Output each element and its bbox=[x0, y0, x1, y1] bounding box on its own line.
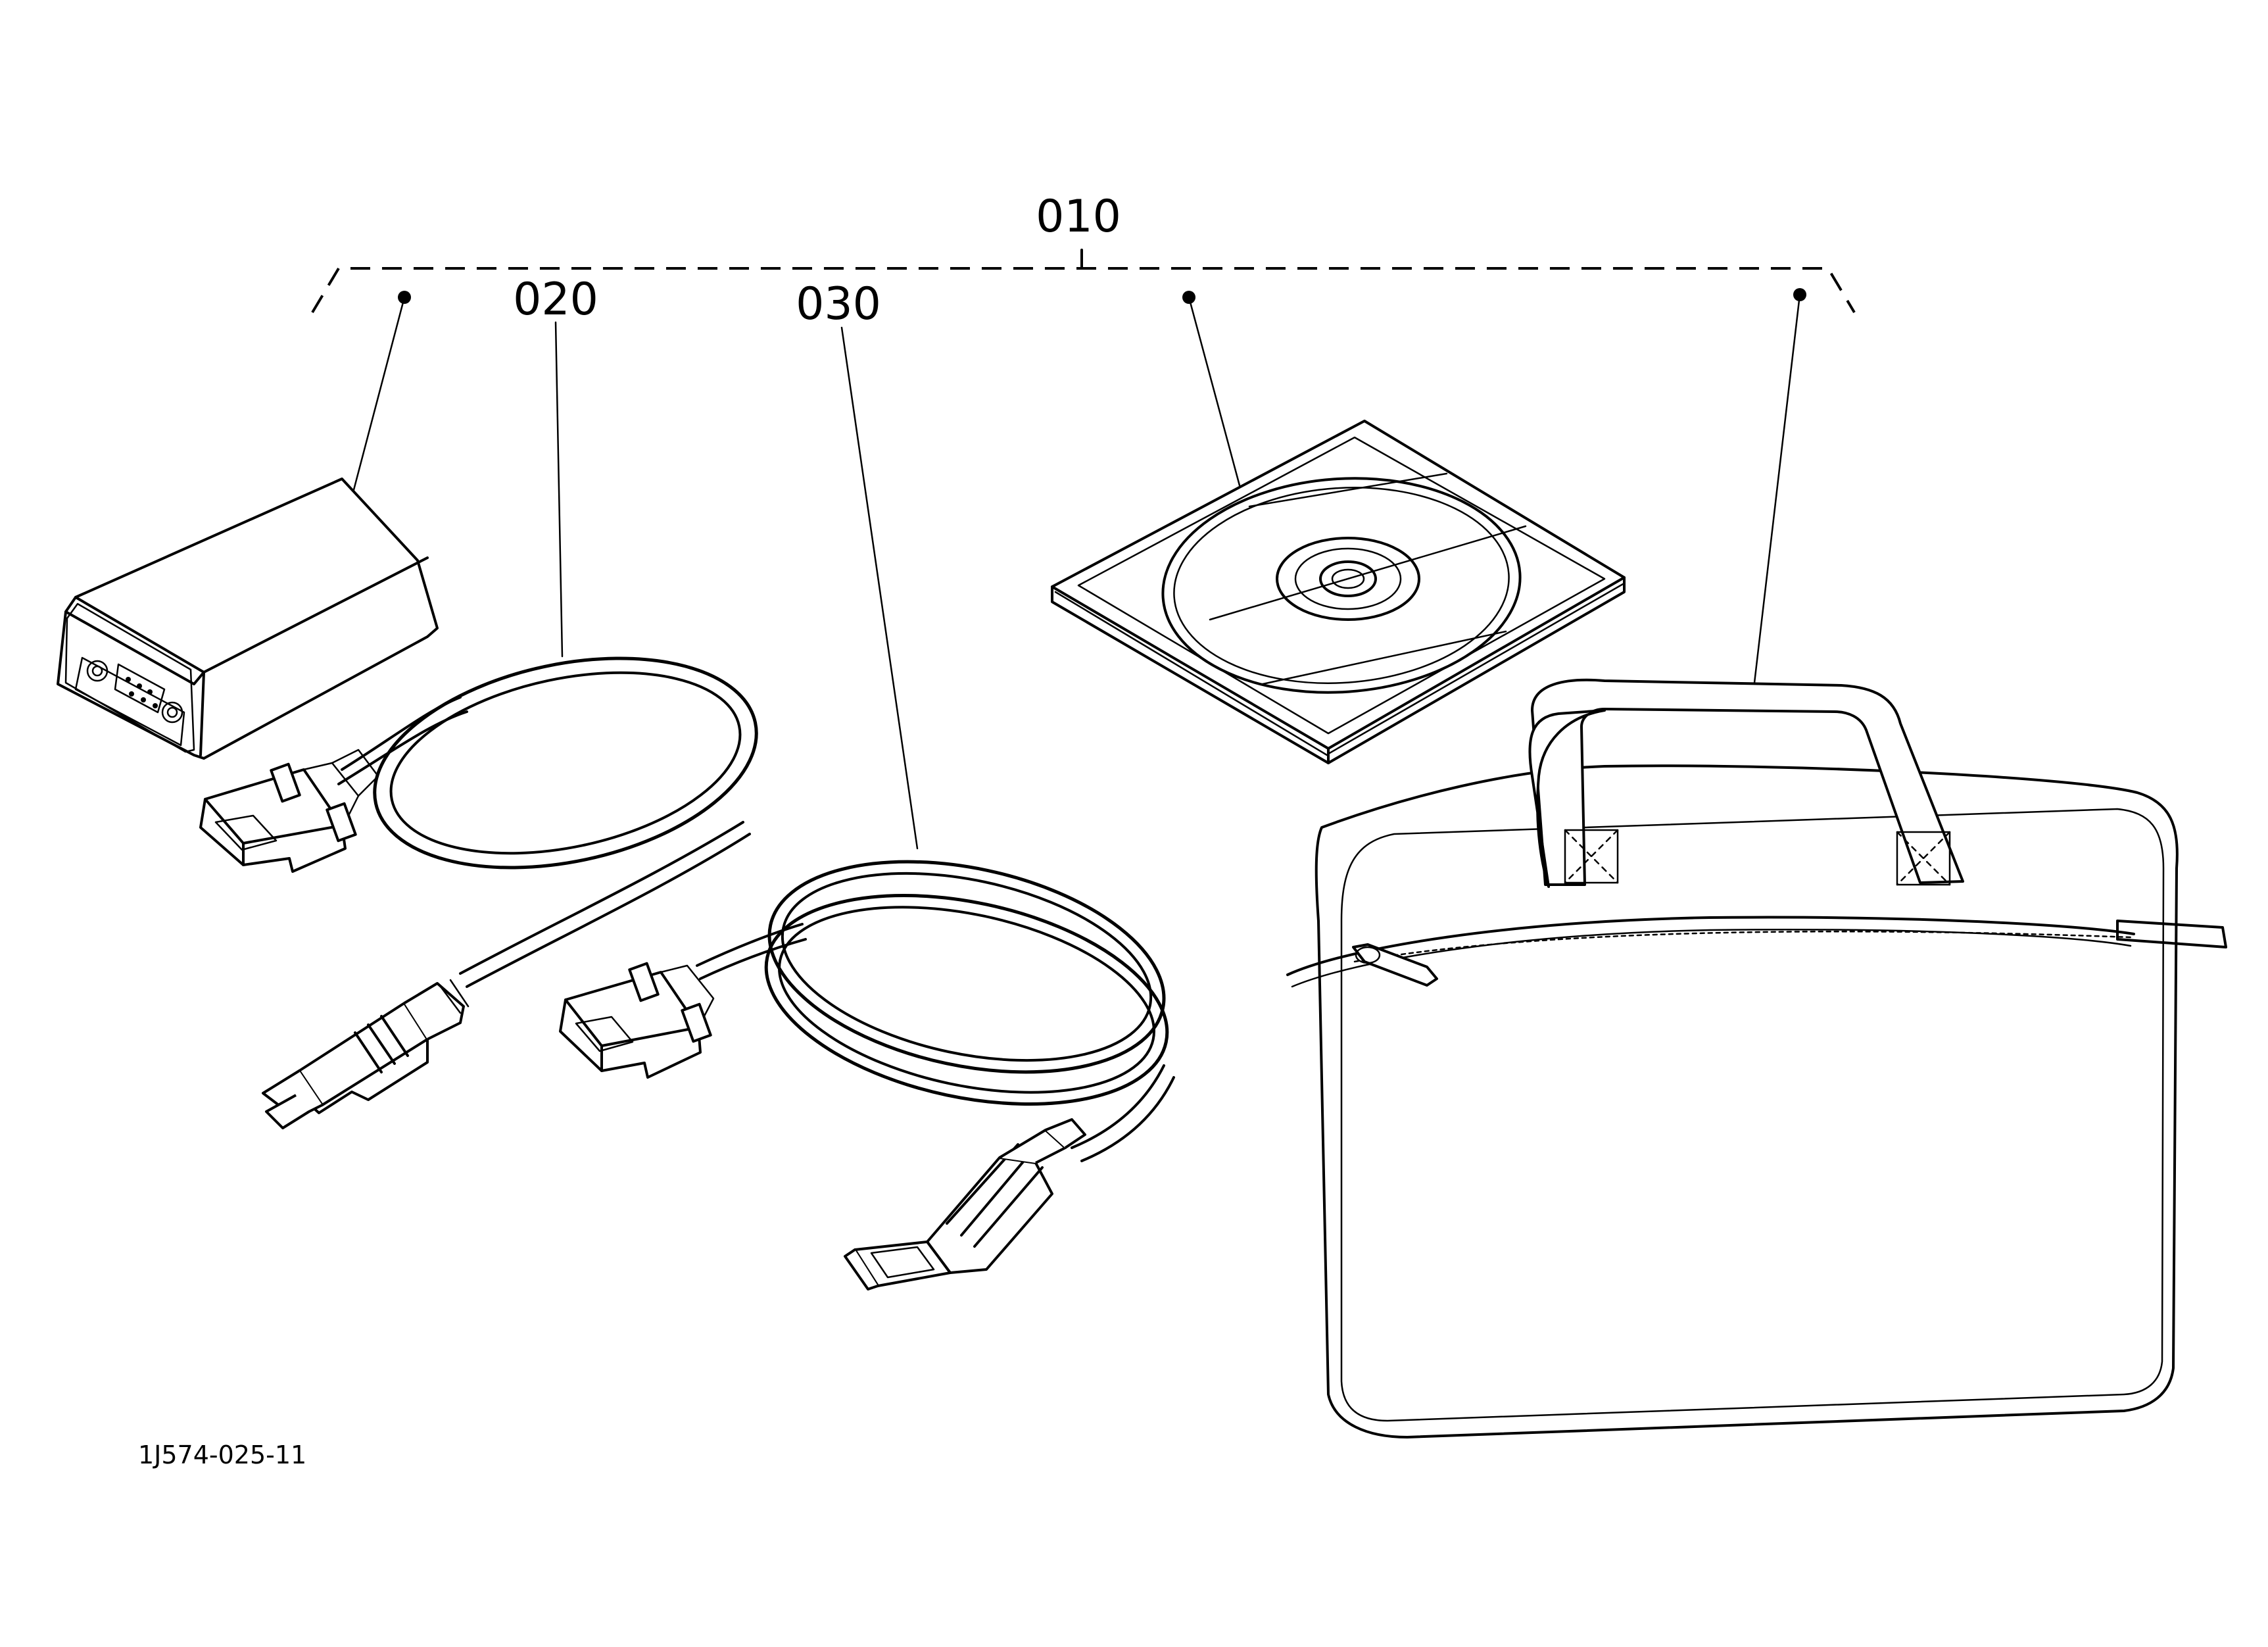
figure-number: 1J574-025-11 bbox=[138, 1440, 306, 1469]
callout-010: 010 bbox=[1036, 191, 1121, 243]
interface-box-icon bbox=[57, 478, 439, 760]
callout-030: 030 bbox=[796, 278, 881, 330]
cd-icon bbox=[1051, 420, 1626, 764]
carry-bag-icon bbox=[1286, 678, 2227, 1438]
callout-020: 020 bbox=[513, 274, 598, 326]
serial-usb-cable-icon bbox=[199, 656, 758, 1129]
usb-cable-icon bbox=[559, 860, 1175, 1291]
leader-lines bbox=[347, 288, 1806, 850]
kit-bracket bbox=[311, 249, 1856, 314]
